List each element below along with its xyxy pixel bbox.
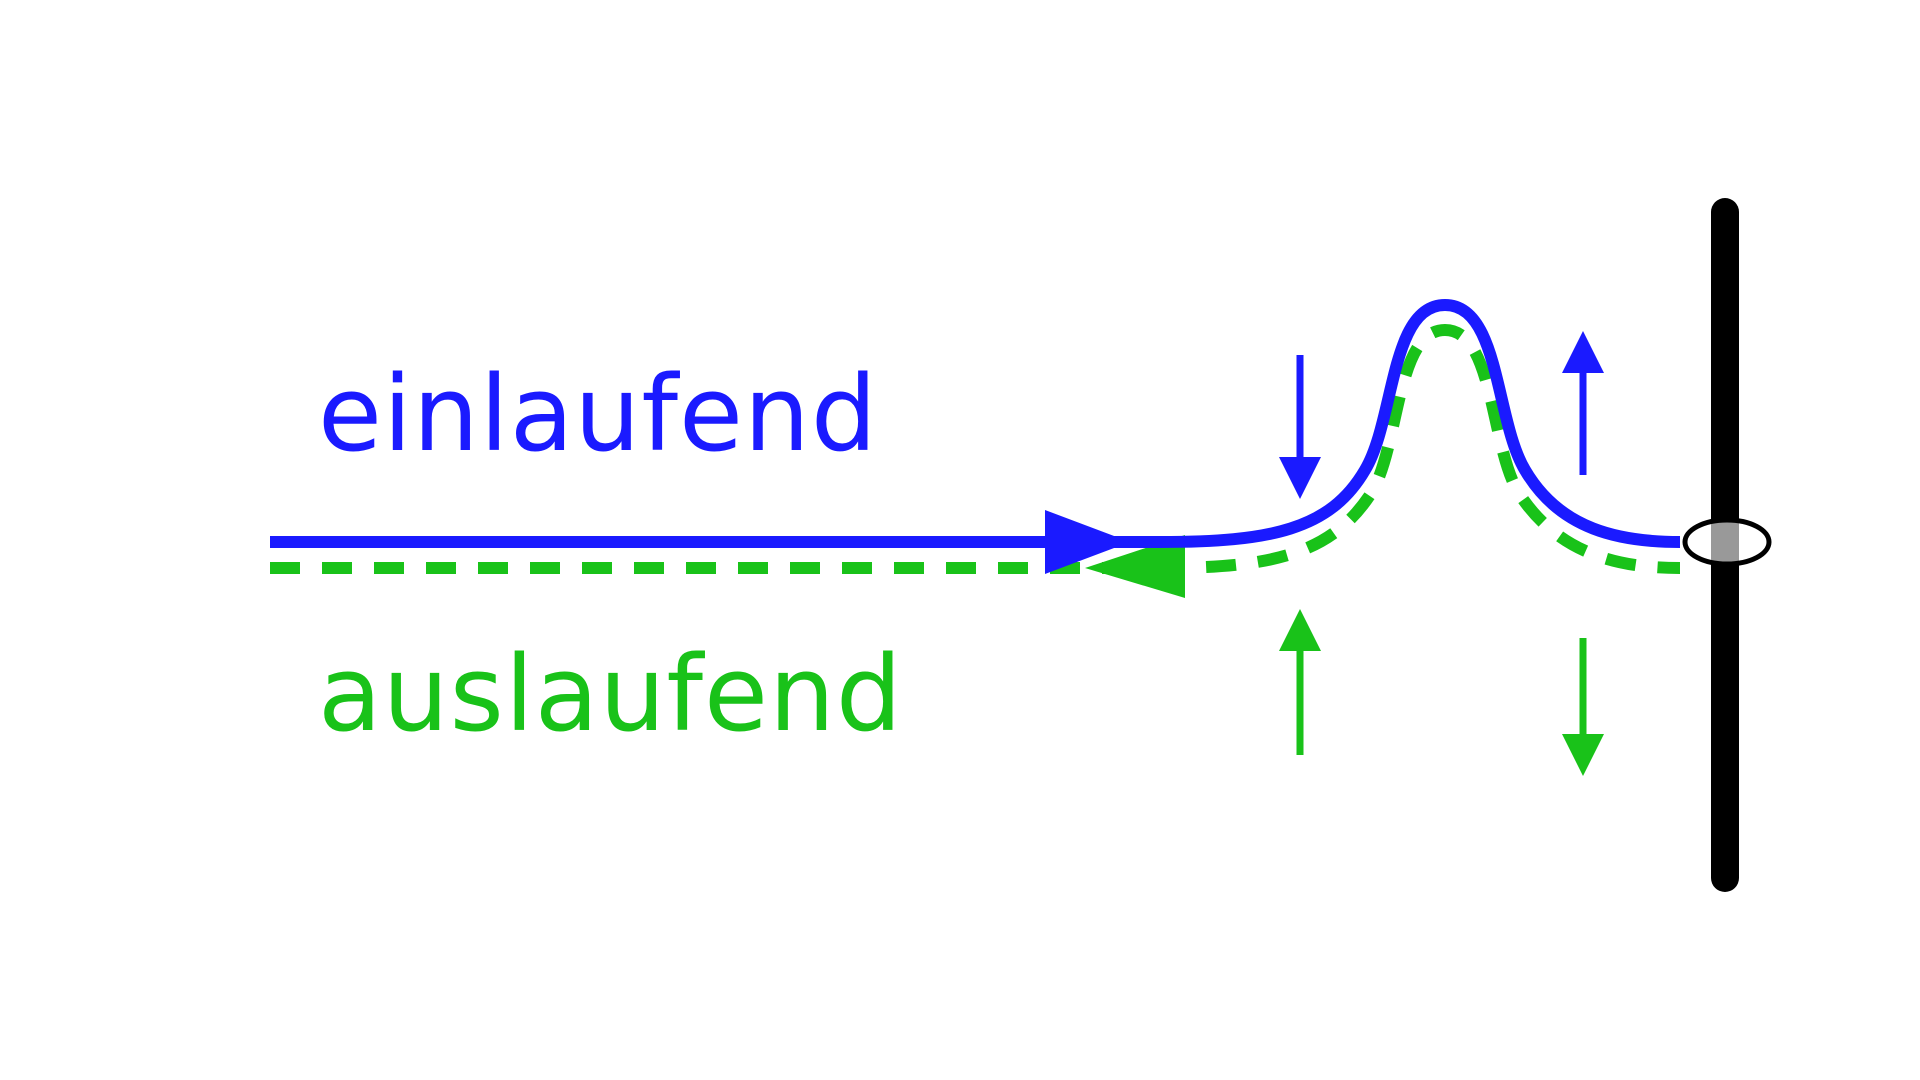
incoming-direction-arrow-icon — [1045, 510, 1130, 574]
outgoing-direction-arrow-icon — [1085, 535, 1185, 598]
incoming-wave-curve — [270, 298, 1681, 548]
outgoing-wave-curve — [270, 323, 1681, 574]
open-ring-icon — [1682, 517, 1772, 567]
incoming-wave-label: einlaufend — [318, 353, 878, 475]
outgoing-wave-label: auslaufend — [318, 633, 903, 755]
